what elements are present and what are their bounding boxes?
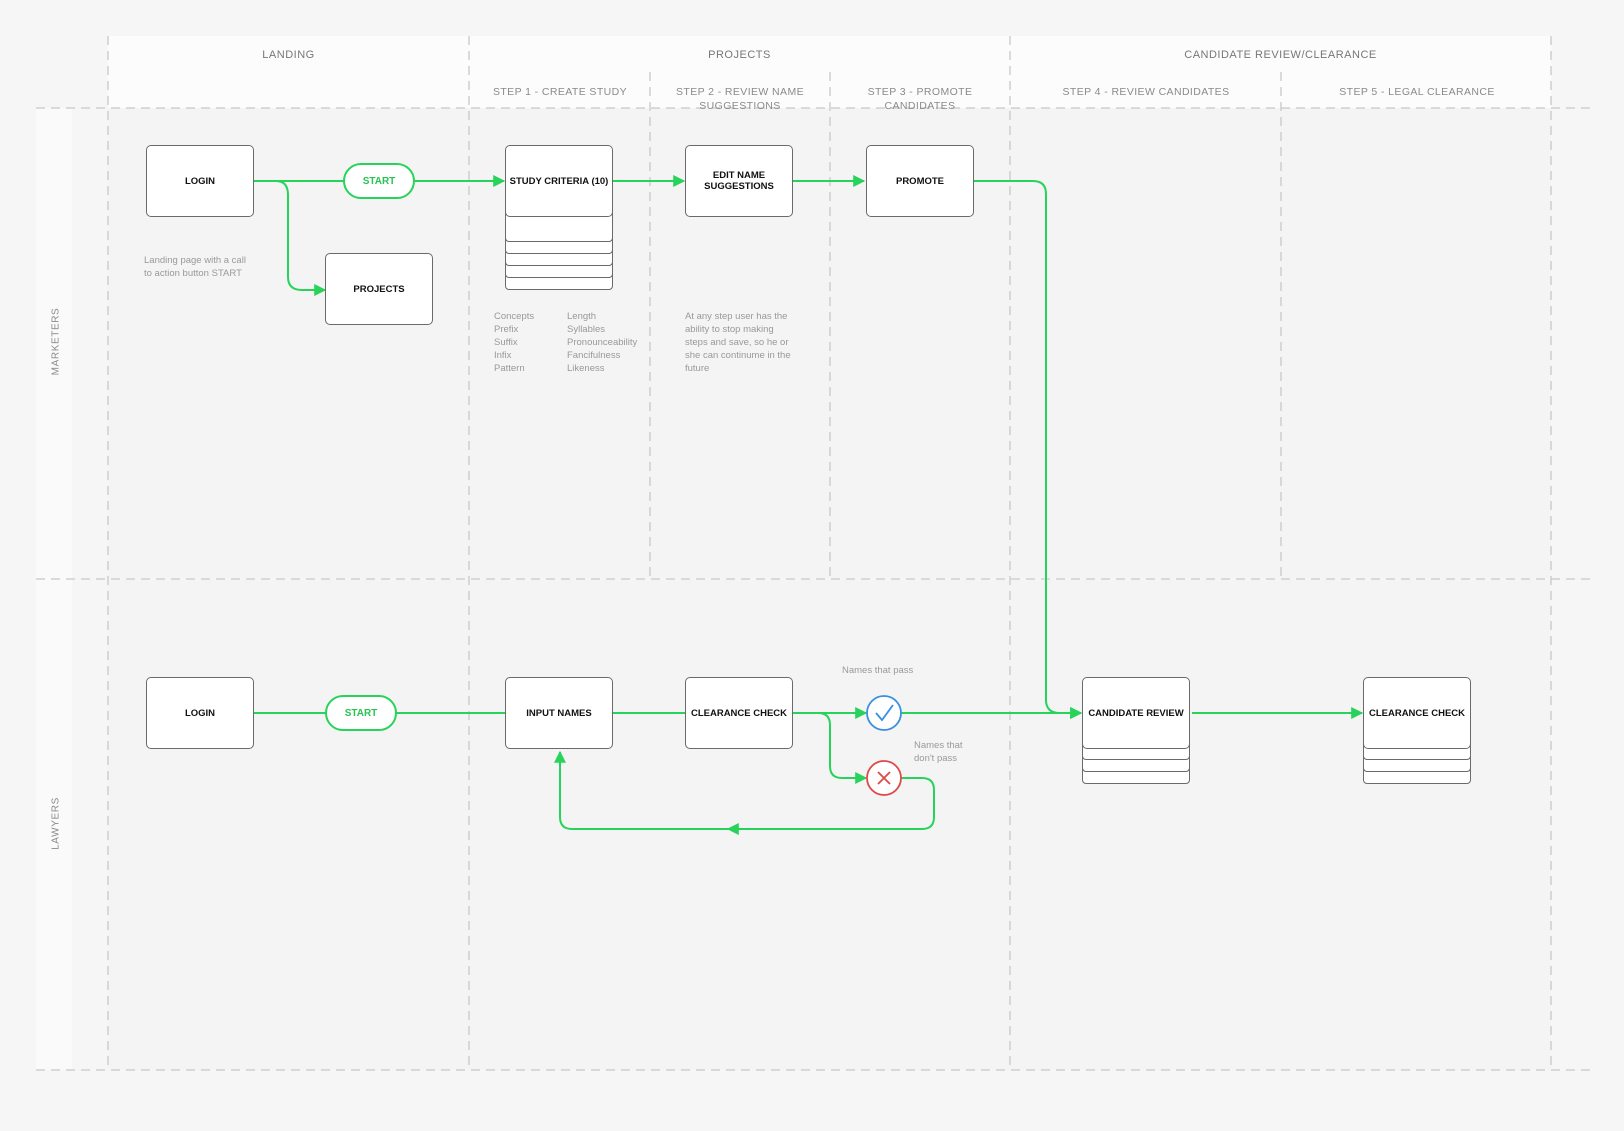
- lane-label-lawyers: LAWYERS: [50, 797, 62, 850]
- lane-label-strip: [36, 108, 72, 1070]
- candidate-review-box[interactable]: CANDIDATE REVIEW: [1082, 677, 1190, 749]
- step-5-header: STEP 5 - LEGAL CLEARANCE: [1339, 86, 1495, 98]
- clearance-check-box[interactable]: CLEARANCE CHECK: [685, 677, 793, 749]
- step-4-header: STEP 4 - REVIEW CANDIDATES: [1062, 86, 1230, 98]
- lane-lawyers-area: [108, 580, 1551, 1070]
- step-1-header: STEP 1 - CREATE STUDY: [492, 86, 628, 98]
- names-pass-note: Names that pass: [842, 665, 914, 676]
- check-icon: [866, 695, 902, 731]
- criteria-list-right: Length Syllables Pronounceability Fancif…: [567, 311, 638, 374]
- study-criteria-box[interactable]: STUDY CRITERIA (10): [505, 145, 613, 217]
- criteria-list-left: Concepts Prefix Suffix Infix Pattern: [494, 311, 535, 374]
- lane-label-marketers: MARKETERS: [50, 307, 62, 376]
- names-fail-note: Names that don't pass: [914, 740, 963, 764]
- input-names-box[interactable]: INPUT NAMES: [505, 677, 613, 749]
- marketers-start-button[interactable]: START: [343, 163, 415, 199]
- promote-box[interactable]: PROMOTE: [866, 145, 974, 217]
- marketers-projects-box[interactable]: PROJECTS: [325, 253, 433, 325]
- step-3-header: STEP 3 - PROMOTE CANDIDATES: [867, 86, 973, 109]
- column-candidate-review: CANDIDATE REVIEW/CLEARANCE: [1184, 49, 1377, 61]
- step-2-header: STEP 2 - REVIEW NAME SUGGESTIONS: [676, 86, 804, 109]
- lawyers-start-button[interactable]: START: [325, 695, 397, 731]
- cross-icon: [866, 760, 902, 796]
- grid-lines: [36, 36, 1595, 1071]
- landing-note: Landing page with a call to action butto…: [144, 255, 246, 279]
- column-landing: LANDING: [262, 49, 315, 61]
- final-clearance-check-box[interactable]: CLEARANCE CHECK: [1363, 677, 1471, 749]
- marketers-login-box[interactable]: LOGIN: [146, 145, 254, 217]
- flow-connectors: [253, 175, 1364, 835]
- column-projects: PROJECTS: [708, 49, 771, 61]
- step-save-note: At any step user has the ability to stop…: [685, 311, 791, 374]
- lawyers-login-box[interactable]: LOGIN: [146, 677, 254, 749]
- edit-name-suggestions-box[interactable]: EDIT NAME SUGGESTIONS: [685, 145, 793, 217]
